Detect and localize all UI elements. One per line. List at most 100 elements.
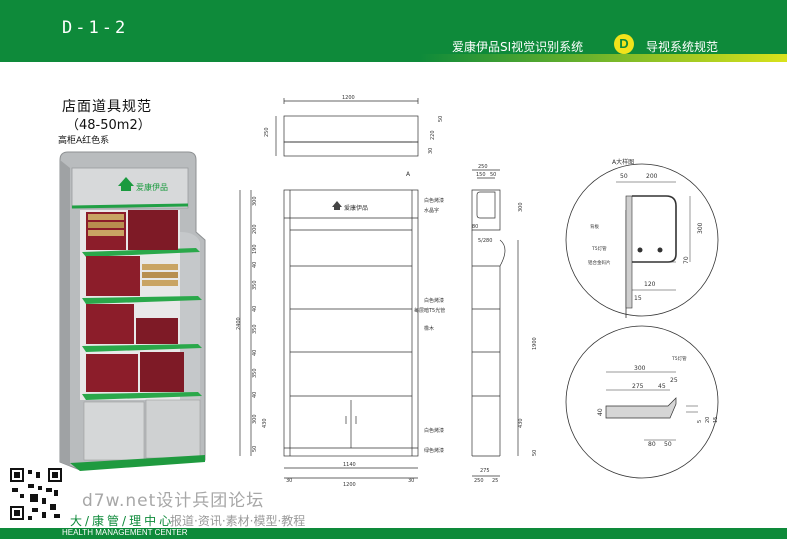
brand-logo-icon [118,177,134,191]
front-left-dim: 350 [252,280,258,290]
detail-b-right-dim: 5 [697,420,703,423]
detail-a-title: A大样图 [612,158,634,166]
detail-b-dim-80: 80 [648,441,656,448]
shelf-2 [82,296,202,304]
detail-b-dim-45: 45 [658,383,666,390]
side-top-dim: 50 [490,172,496,178]
detail-a-dim-200: 200 [646,173,658,180]
side-bottom-dim: 250 [474,478,484,484]
front-callout-4: 每层暗T5光管 [414,307,445,314]
detail-a-label: T5灯管 [591,245,607,252]
front-callout-6: 白色烤漆 [424,427,444,434]
side-bottom-dim: 25 [492,478,498,484]
detail-a-label: 背板 [590,223,599,230]
watermark-text: d7w.net设计兵团论坛 [82,491,265,511]
side-dim-300: 300 [518,202,524,212]
detail-b-right-dim: 15 [713,417,719,423]
front-left-dim: 200 [252,224,258,234]
side-top-dim: 150 [476,172,486,178]
front-left-dim: 350 [252,324,258,334]
front-callout-2: 水晶字 [424,207,439,214]
detail-b-dim-50: 50 [664,441,672,448]
product-bottles-row [142,264,178,286]
header-bar: D-1-2 爱康伊品SI视觉识别系统 D 导视系统规范 [0,0,787,62]
header-logo-text: 爱康伊品 [136,182,168,192]
spec-area: （48-50m2） [66,118,151,133]
detail-a-label: 铝合金码片 [588,259,611,266]
front-left-dim: 430 [262,418,268,428]
front-left-dim: 300 [252,414,258,424]
front-left-dim: 300 [252,196,258,206]
shelf-4 [82,392,202,400]
front-left-dim: 40 [252,392,258,398]
detail-b-label-t5: T5灯管 [671,355,687,362]
top-dim-250: 250 [264,127,270,137]
front-dim-30-right: 30 [408,478,414,484]
qr-code-icon [8,466,64,522]
promo-text: 报道·资讯·素材·模型·教程 [170,514,306,528]
product-box [136,318,178,344]
front-width-total: 1200 [343,482,356,488]
product-box [128,210,178,250]
front-width-inner: 1140 [343,462,356,468]
side-bottom-dim: 275 [480,468,490,474]
top-dim-50: 50 [438,116,444,122]
cabinet-left-door [83,401,145,461]
center-name-en: HEALTH MANAGEMENT CENTER [62,528,188,537]
side-dim-280: 5/280 [478,238,492,244]
cabinet-right-door [145,399,201,459]
product-box [86,354,138,392]
side-dim-1900: 1900 [532,337,538,350]
shelf-1 [82,248,200,257]
front-callout-5: 橡木 [424,325,434,332]
front-view-drawing [239,189,419,479]
front-left-dim: 190 [252,244,258,254]
detail-b-right-dim: 20 [705,417,711,423]
top-width-dim: 1200 [342,95,355,101]
front-left-dim: 350 [252,368,258,378]
header-title: 爱康伊品SI视觉识别系统 [452,40,584,54]
side-top-dim: 250 [478,164,488,170]
front-callout-7: 绿色烤漆 [424,447,444,454]
side-view-drawing [471,169,519,477]
top-dim-30: 30 [428,148,434,154]
detail-b-dim-275: 275 [632,383,644,390]
front-label-a: A [406,171,411,178]
center-name-cn: 大/康管/理中心 [70,514,175,528]
front-left-dim: 50 [252,446,258,452]
front-callout-1: 白色烤漆 [424,197,444,204]
detail-a-circle [565,163,719,318]
side-dim-430: 430 [518,418,524,428]
front-left-dim: 40 [252,306,258,312]
spec-type: 高柜A红色系 [58,136,110,146]
detail-a-dim-15: 15 [634,295,642,302]
side-dim-80: 80 [472,224,478,230]
detail-b-dim-300: 300 [634,365,646,372]
product-box [86,256,140,296]
front-height-total: 2400 [236,317,242,330]
detail-b-dim-40: 40 [597,408,604,416]
detail-b-dim-25: 25 [670,377,678,384]
front-dim-30-left: 30 [286,478,292,484]
side-dim-50: 50 [532,450,538,456]
front-logo-text: 爱康伊品 [344,204,368,212]
detail-b-circle [565,325,719,479]
top-dim-220: 220 [430,130,436,140]
detail-a-dim-300: 300 [697,222,704,234]
page-code: D-1-2 [62,18,129,38]
product-bottles-row [88,214,124,236]
header-subtitle: 导视系统规范 [646,40,719,54]
detail-a-dim-50: 50 [620,173,628,180]
front-left-dim: 40 [252,262,258,268]
spec-title: 店面道具规范 [62,99,152,115]
front-callout-3: 白色烤漆 [424,297,444,304]
top-view-drawing [275,98,419,157]
detail-a-dim-70: 70 [683,256,690,264]
detail-a-dim-120: 120 [644,281,656,288]
front-logo-icon [332,201,342,210]
header-gradient-stripe [420,54,787,62]
product-box [86,304,134,344]
front-left-dim: 40 [252,350,258,356]
footer-bar [0,528,787,539]
